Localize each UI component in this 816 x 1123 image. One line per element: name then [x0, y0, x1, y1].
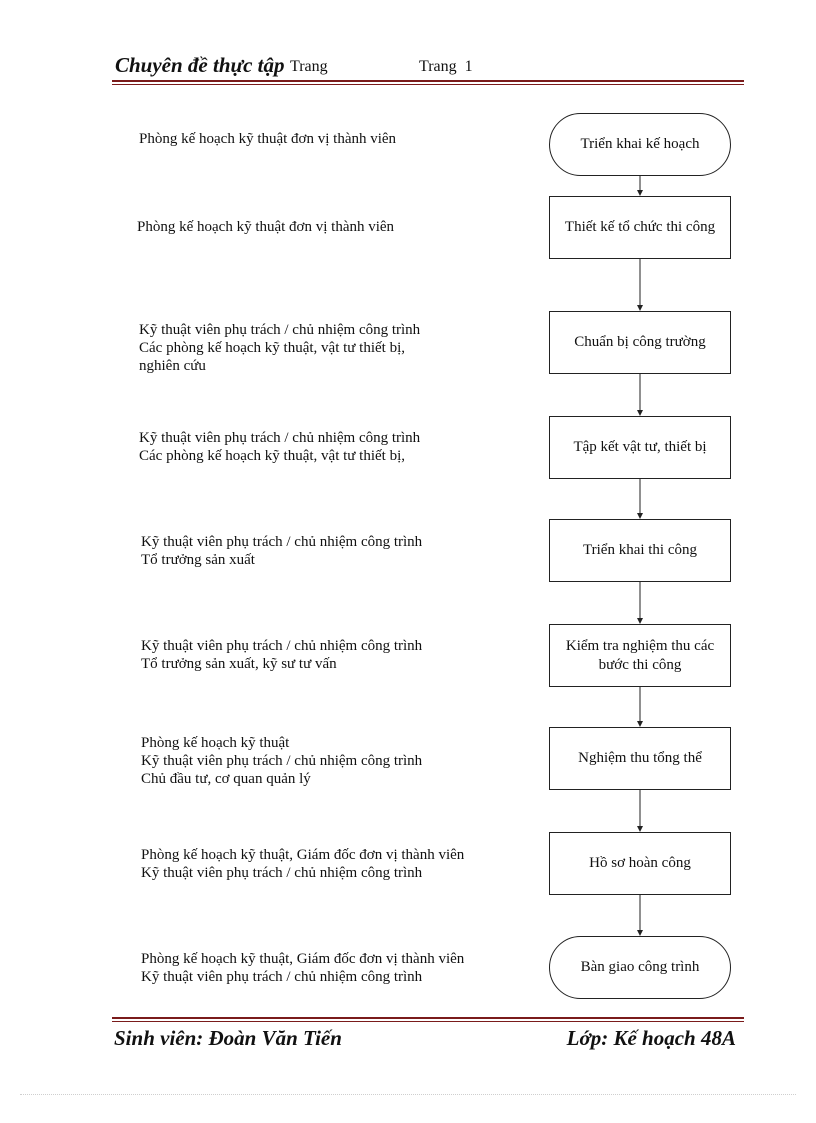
- responsible-line: Tổ trưởng sản xuất, kỹ sư tư vấn: [141, 656, 337, 672]
- responsible-line: Phòng kế hoạch kỹ thuật đơn vị thành viê…: [137, 219, 395, 235]
- page-number: Trang 1: [419, 58, 473, 75]
- step-responsible: Phòng kế hoạch kỹ thuật Kỹ thuật viên phụ…: [141, 734, 422, 788]
- process-step: Chuẩn bị công trường: [549, 311, 731, 374]
- step-label: bước thi công: [598, 656, 682, 673]
- header-rule-thick: [112, 80, 744, 82]
- step-label: Triển khai thi công: [582, 542, 698, 558]
- step-responsible: Phòng kế hoạch kỹ thuật đơn vị thành viê…: [137, 218, 394, 236]
- step-label: Nghiệm thu tổng thể: [578, 750, 702, 766]
- step-responsible: Kỹ thuật viên phụ trách / chủ nhiệm công…: [141, 637, 422, 673]
- process-step: Hồ sơ hoàn công: [549, 832, 731, 895]
- flow-arrow-head: [637, 826, 643, 832]
- header-rule-thin: [112, 84, 744, 85]
- footer-rule-thick: [112, 1017, 744, 1019]
- responsible-line: Chủ đầu tư, cơ quan quản lý: [141, 771, 311, 787]
- flow-arrow-head: [637, 410, 643, 416]
- responsible-line: Kỹ thuật viên phụ trách / chủ nhiệm công…: [141, 534, 423, 550]
- responsible-line: Kỹ thuật viên phụ trách / chủ nhiệm công…: [141, 865, 423, 881]
- process-step: Nghiệm thu tổng thể: [549, 727, 731, 790]
- process-step: Tập kết vật tư, thiết bị: [549, 416, 731, 479]
- step-label: Bàn giao công trình: [580, 959, 700, 975]
- responsible-line: Tổ trưởng sản xuất: [141, 552, 255, 568]
- terminal-step: Bàn giao công trình: [549, 936, 731, 999]
- footer-student-name: Sinh viên: Đoàn Văn Tiến: [114, 1026, 342, 1050]
- responsible-line: Kỹ thuật viên phụ trách / chủ nhiệm công…: [139, 322, 421, 338]
- responsible-line: Các phòng kế hoạch kỹ thuật, vật tư thiế…: [139, 448, 405, 464]
- step-responsible: Kỹ thuật viên phụ trách / chủ nhiệm công…: [139, 429, 420, 465]
- terminal-step: Triển khai kế hoạch: [549, 113, 731, 176]
- responsible-line: Phòng kế hoạch kỹ thuật, Giám đốc đơn vị…: [141, 847, 465, 863]
- responsible-line: Phòng kế hoạch kỹ thuật, Giám đốc đơn vị…: [141, 951, 465, 967]
- flow-arrow-head: [637, 930, 643, 936]
- responsible-line: Các phòng kế hoạch kỹ thuật, vật tư thiế…: [139, 340, 405, 356]
- step-label: Kiểm tra nghiệm thu các: [565, 637, 715, 654]
- step-responsible: Phòng kế hoạch kỹ thuật đơn vị thành viê…: [139, 130, 396, 148]
- step-responsible: Kỹ thuật viên phụ trách / chủ nhiệm công…: [139, 321, 420, 375]
- step-responsible: Kỹ thuật viên phụ trách / chủ nhiệm công…: [141, 533, 422, 569]
- footer-class: Lớp: Kế hoạch 48A: [566, 1026, 736, 1050]
- footer-rule-thin: [112, 1021, 744, 1022]
- header-page-word: Trang: [290, 58, 328, 75]
- step-label: Hồ sơ hoàn công: [589, 855, 691, 871]
- responsible-line: nghiên cứu: [139, 358, 206, 374]
- flow-arrow-head: [637, 305, 643, 311]
- page-edge-dotted-line: [20, 1094, 796, 1096]
- responsible-line: Kỹ thuật viên phụ trách / chủ nhiệm công…: [139, 430, 421, 446]
- process-step: Kiểm tra nghiệm thu các bước thi công: [549, 624, 731, 687]
- responsible-line: Phòng kế hoạch kỹ thuật: [141, 735, 290, 751]
- step-responsible: Phòng kế hoạch kỹ thuật, Giám đốc đơn vị…: [141, 846, 464, 882]
- responsible-line: Kỹ thuật viên phụ trách / chủ nhiệm công…: [141, 969, 423, 985]
- responsible-line: Kỹ thuật viên phụ trách / chủ nhiệm công…: [141, 753, 423, 769]
- step-responsible: Phòng kế hoạch kỹ thuật, Giám đốc đơn vị…: [141, 950, 464, 986]
- step-label: Chuẩn bị công trường: [574, 334, 706, 350]
- flow-arrow-head: [637, 721, 643, 727]
- document-title: Chuyên đề thực tập: [115, 53, 285, 77]
- responsible-line: Kỹ thuật viên phụ trách / chủ nhiệm công…: [141, 638, 423, 654]
- process-step: Triển khai thi công: [549, 519, 731, 582]
- step-label: Thiết kế tổ chức thi công: [564, 219, 716, 235]
- flow-arrow-head: [637, 618, 643, 624]
- step-label: Tập kết vật tư, thiết bị: [573, 439, 707, 455]
- step-label: Triển khai kế hoạch: [580, 136, 700, 152]
- process-step: Thiết kế tổ chức thi công: [549, 196, 731, 259]
- responsible-line: Phòng kế hoạch kỹ thuật đơn vị thành viê…: [139, 131, 397, 147]
- flow-arrow-head: [637, 190, 643, 196]
- flow-arrow-head: [637, 513, 643, 519]
